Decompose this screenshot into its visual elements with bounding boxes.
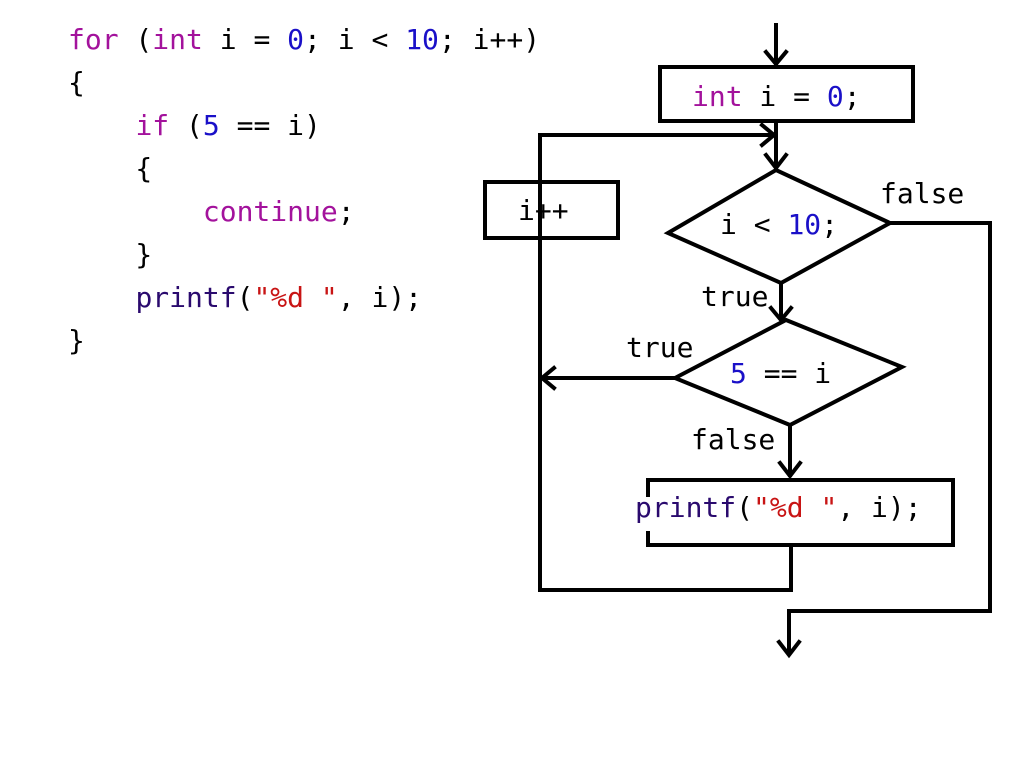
loop-back-line: [538, 133, 776, 240]
condition-false-label: false: [880, 177, 964, 210]
exit-arrowhead: [776, 639, 802, 659]
code-line: }: [68, 319, 540, 362]
increment-box: [483, 180, 620, 240]
code-line: {: [68, 61, 540, 104]
entry-arrowhead: [763, 49, 789, 68]
check-false-arrowhead: [777, 460, 803, 480]
code-token: printf: [135, 281, 237, 314]
condition-false-line: [787, 221, 992, 654]
code-token: for: [68, 23, 119, 56]
condition-text: i < 10;: [720, 208, 838, 241]
check-diamond: [670, 317, 907, 428]
code-token: int: [152, 23, 203, 56]
code-line: if (5 == i): [68, 104, 540, 147]
code-token: (: [169, 109, 203, 142]
code-token: i =: [202, 23, 288, 56]
code-token: {: [68, 66, 85, 99]
condition-true-arrowhead: [768, 305, 794, 324]
code-token: 10: [405, 23, 439, 56]
code-token: , i);: [337, 281, 423, 314]
code-line: for (int i = 0; i < 10; i++): [68, 18, 540, 61]
code-line: }: [68, 233, 540, 276]
code-token: continue: [202, 195, 338, 228]
check-text: 5 == i: [730, 357, 831, 390]
print-box: [646, 478, 955, 547]
init-box: [658, 65, 915, 123]
condition-true-label: true: [701, 280, 768, 313]
code-line: continue;: [68, 190, 540, 233]
code-token: {: [68, 152, 153, 185]
code-token: "%d ": [253, 281, 338, 314]
code-token: ;: [337, 195, 355, 228]
code-line: {: [68, 147, 540, 190]
code-token: (: [118, 23, 153, 56]
code-listing: for (int i = 0; i < 10; i++){ if (5 == i…: [68, 18, 540, 362]
increment-text: i++: [518, 194, 569, 227]
code-token: == i): [219, 109, 321, 142]
code-token: ; i <: [304, 23, 406, 56]
code-token: if: [135, 109, 170, 142]
print-to-loop-line: [538, 236, 793, 592]
check-false-label: false: [691, 423, 775, 456]
code-token: (: [236, 281, 254, 314]
code-token: ; i++): [438, 23, 541, 56]
code-token: 0: [287, 23, 305, 56]
code-line: printf("%d ", i);: [68, 276, 540, 319]
loop-back-arrowhead: [759, 122, 778, 148]
code-token: }: [68, 238, 153, 271]
code-token: }: [68, 324, 85, 357]
code-token: 5: [202, 109, 220, 142]
init-text: int i = 0;: [692, 80, 861, 113]
check-true-label: true: [626, 331, 693, 364]
print-text: printf("%d ", i);: [635, 491, 922, 524]
